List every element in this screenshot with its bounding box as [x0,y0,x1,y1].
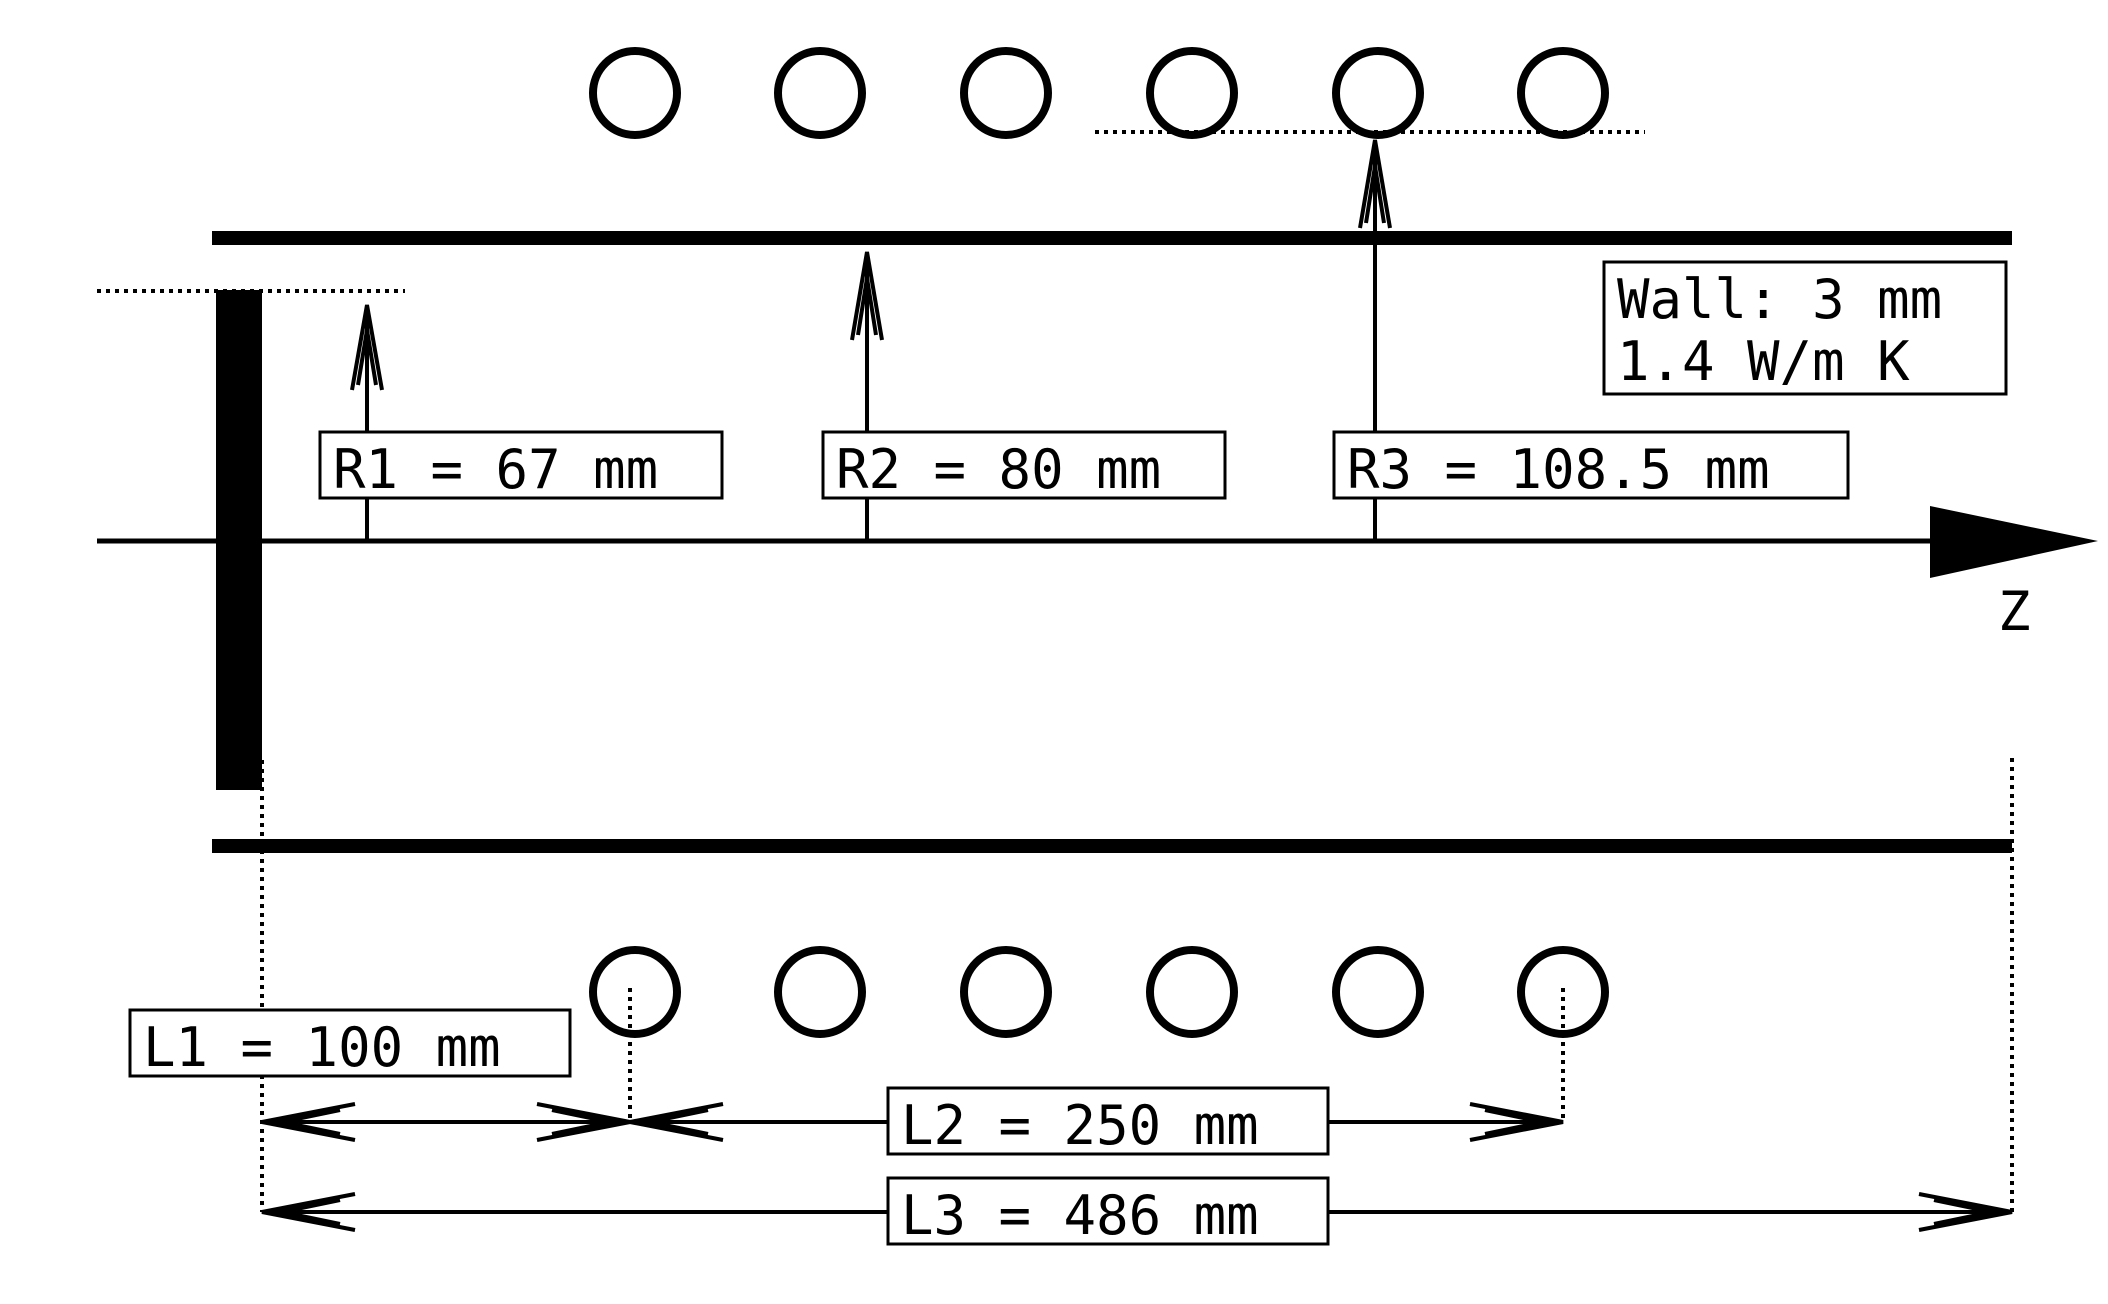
upper-coil-row [589,47,1609,139]
wall-thickness-label: Wall: 3 mm [1617,268,1942,331]
r2-label-box [821,430,1227,500]
lower-coil-5 [1332,946,1424,1038]
l1-label: L1 = 100 mm [143,1016,501,1079]
wall-properties-box [1602,260,2008,396]
r2-label: R2 = 80 mm [836,438,1161,501]
r3-label-box [1332,430,1850,500]
upper-coil-4 [1146,47,1238,139]
r1-arrow [350,304,384,541]
r1-label-box [318,430,724,500]
l1-label-box [128,1008,572,1078]
z-axis-label: Z [1998,580,2031,643]
r1-label: R1 = 67 mm [333,438,658,501]
l2-label: L2 = 250 mm [901,1094,1259,1157]
lower-coil-row [589,946,1609,1038]
upper-coil-2 [774,47,866,139]
lower-coil-3 [960,946,1052,1038]
upper-coil-6 [1517,47,1609,139]
upper-coil-1 [589,47,681,139]
l3-label-box [886,1176,1330,1246]
l2-label-box [886,1086,1330,1156]
r3-label: R3 = 108.5 mm [1347,438,1770,501]
z-axis-arrowhead [1930,506,2098,578]
upper-coil-5 [1332,47,1424,139]
lower-coil-4 [1146,946,1238,1038]
wall-conductivity-label: 1.4 W/m K [1617,330,1910,393]
upper-coil-3 [960,47,1052,139]
l3-label: L3 = 486 mm [901,1184,1259,1247]
lower-coil-2 [774,946,866,1038]
lower-coil-1 [589,946,681,1038]
l1-dimension-arrow [261,1102,631,1142]
